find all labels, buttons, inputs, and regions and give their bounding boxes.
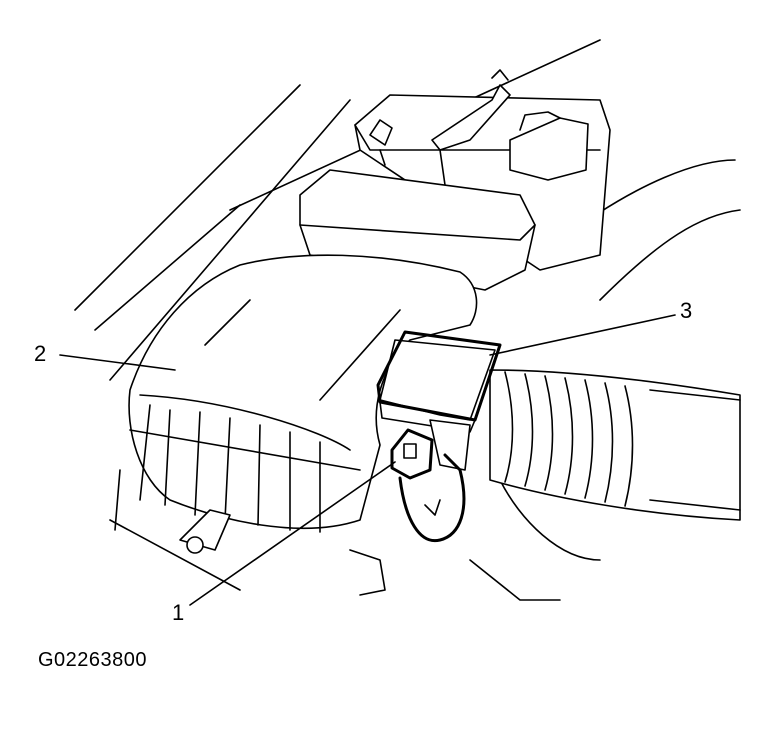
leader-line-2: [59, 354, 176, 371]
leader-line-1: [189, 461, 396, 606]
meter-connector: [349, 428, 466, 596]
air-flow-meter: [376, 330, 502, 471]
leader-line-3: [489, 314, 676, 356]
callout-3: 3: [680, 298, 693, 323]
callout-1: 1: [172, 600, 185, 625]
leader-lines: [59, 314, 676, 606]
battery: [354, 69, 611, 271]
callout-2: 2: [34, 341, 47, 366]
figure-id: G02263800: [38, 649, 148, 671]
air-cleaner-case: [109, 254, 478, 591]
intake-hose: [489, 369, 741, 521]
